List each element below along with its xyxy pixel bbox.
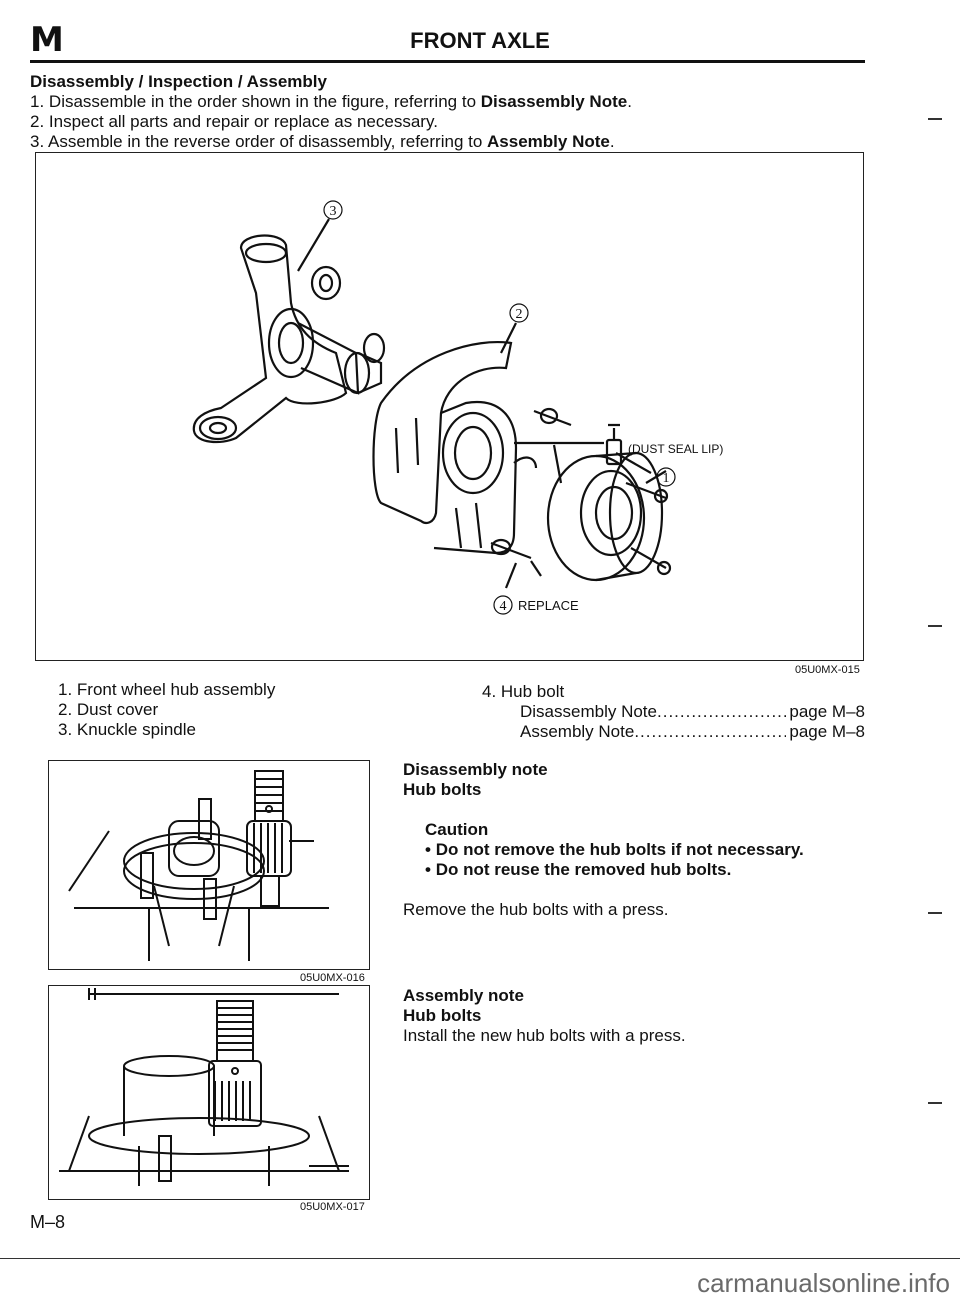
footer-rule bbox=[0, 1258, 960, 1259]
margin-tick bbox=[928, 625, 942, 627]
caution-item-text: Do not reuse the removed hub bolts. bbox=[435, 860, 732, 879]
disassembly-note-subheading: Hub bolts bbox=[403, 780, 482, 799]
hub-bolt-install-drawing bbox=[59, 988, 349, 1186]
step-2: 2. Inspect all parts and repair or repla… bbox=[30, 112, 632, 132]
caution-title: Caution bbox=[425, 820, 489, 839]
margin-tick bbox=[928, 912, 942, 914]
step-1: 1. Disassemble in the order shown in the… bbox=[30, 92, 632, 112]
figure-code: 05U0MX-015 bbox=[795, 664, 860, 676]
assembly-note-heading: Assembly note bbox=[403, 986, 524, 1005]
hub-bolt-part: 4. Hub bolt Disassembly Note............… bbox=[482, 682, 865, 742]
hub-bolt-removal-drawing bbox=[68, 770, 329, 961]
page-number: M–8 bbox=[30, 1212, 66, 1232]
step-number: 2. bbox=[30, 112, 45, 131]
callout-1-circle bbox=[656, 467, 676, 487]
page-title: FRONT AXLE bbox=[410, 28, 550, 53]
parts-list: 1. Front wheel hub assembly 2. Dust cove… bbox=[58, 680, 275, 740]
step-text: Inspect all parts and repair or replace … bbox=[48, 112, 438, 131]
replace-label: REPLACE bbox=[518, 598, 579, 613]
steps-list: 1. Disassemble in the order shown in the… bbox=[30, 92, 632, 152]
parts-item: 3. Knuckle spindle bbox=[58, 720, 196, 739]
hub-bolt-removal-figure bbox=[48, 760, 370, 970]
reference-page: page M–8 bbox=[789, 702, 865, 721]
callout-3: 3 bbox=[330, 204, 337, 219]
callout-2: 2 bbox=[516, 307, 523, 322]
grease-label: (DUST SEAL LIP) bbox=[628, 442, 723, 456]
reference-row: Disassembly Note........................… bbox=[520, 702, 865, 722]
caution-item-text: Do not remove the hub bolts if not neces… bbox=[435, 840, 804, 859]
parts-item: 1. Front wheel hub assembly bbox=[58, 680, 276, 699]
disassembly-note-body: Remove the hub bolts with a press. bbox=[403, 900, 669, 919]
step-link-text: Assembly Note bbox=[487, 132, 610, 151]
reference-page: page M–8 bbox=[789, 722, 865, 741]
grease-can-drawing bbox=[514, 423, 623, 484]
reference-label: Assembly Note bbox=[520, 722, 635, 741]
figure-code: 05U0MX-017 bbox=[300, 1201, 365, 1213]
section-heading: Disassembly / Inspection / Assembly bbox=[30, 72, 327, 91]
header-rule bbox=[30, 60, 865, 63]
step-end: . bbox=[627, 92, 632, 111]
disassembly-note-heading: Disassembly note bbox=[403, 760, 548, 779]
step-number: 1. bbox=[30, 92, 45, 111]
reference-label: Disassembly Note bbox=[520, 702, 657, 721]
watermark: carmanualsonline.info bbox=[697, 1268, 950, 1298]
step-link-text: Disassembly Note bbox=[480, 92, 628, 111]
callout-4-circle bbox=[493, 595, 513, 615]
callout-1: 1 bbox=[663, 471, 670, 486]
dot-leader: ........................................… bbox=[634, 722, 786, 741]
figure-code: 05U0MX-016 bbox=[300, 972, 365, 984]
parts-item: 2. Dust cover bbox=[58, 700, 159, 719]
step-text: Assemble in the reverse order of disasse… bbox=[47, 132, 488, 151]
callout-3-circle bbox=[323, 200, 343, 220]
caution-item: • Do not reuse the removed hub bolts. bbox=[425, 860, 732, 879]
assembly-note: Assembly note Hub bolts Install the new … bbox=[403, 986, 686, 1046]
exploded-view-figure: 3 2 1 4 (DUST SEAL LIP) REPLACE bbox=[35, 152, 864, 661]
margin-tick bbox=[928, 118, 942, 120]
step-number: 3. bbox=[30, 132, 45, 151]
margin-tick bbox=[928, 1102, 942, 1104]
hub-assembly-drawing bbox=[546, 451, 672, 582]
callout-4: 4 bbox=[500, 599, 507, 614]
callout-2-circle bbox=[509, 303, 529, 323]
knuckle-spindle-drawing bbox=[192, 234, 386, 444]
step-3: 3. Assemble in the reverse order of disa… bbox=[30, 132, 632, 152]
hub-bolt-install-figure bbox=[48, 985, 370, 1200]
step-text: Disassemble in the order shown in the fi… bbox=[48, 92, 481, 111]
assembly-note-subheading: Hub bolts bbox=[403, 1006, 482, 1025]
reference-row: Assembly Note...........................… bbox=[520, 722, 865, 742]
dot-leader: ........................................… bbox=[657, 702, 786, 721]
hub-bolt-title: 4. Hub bolt bbox=[482, 682, 565, 701]
hub-bolt-drawing bbox=[490, 407, 572, 577]
assembly-note-body: Install the new hub bolts with a press. bbox=[403, 1026, 686, 1045]
step-end: . bbox=[609, 132, 615, 151]
disassembly-note: Disassembly note Hub bolts Caution • Do … bbox=[403, 760, 804, 920]
caution-item: • Do not remove the hub bolts if not nec… bbox=[425, 840, 804, 859]
exploded-view-drawing: 3 2 1 4 (DUST SEAL LIP) REPLACE bbox=[192, 200, 723, 615]
dust-cover-drawing bbox=[372, 341, 538, 555]
section-letter: M bbox=[30, 20, 64, 60]
